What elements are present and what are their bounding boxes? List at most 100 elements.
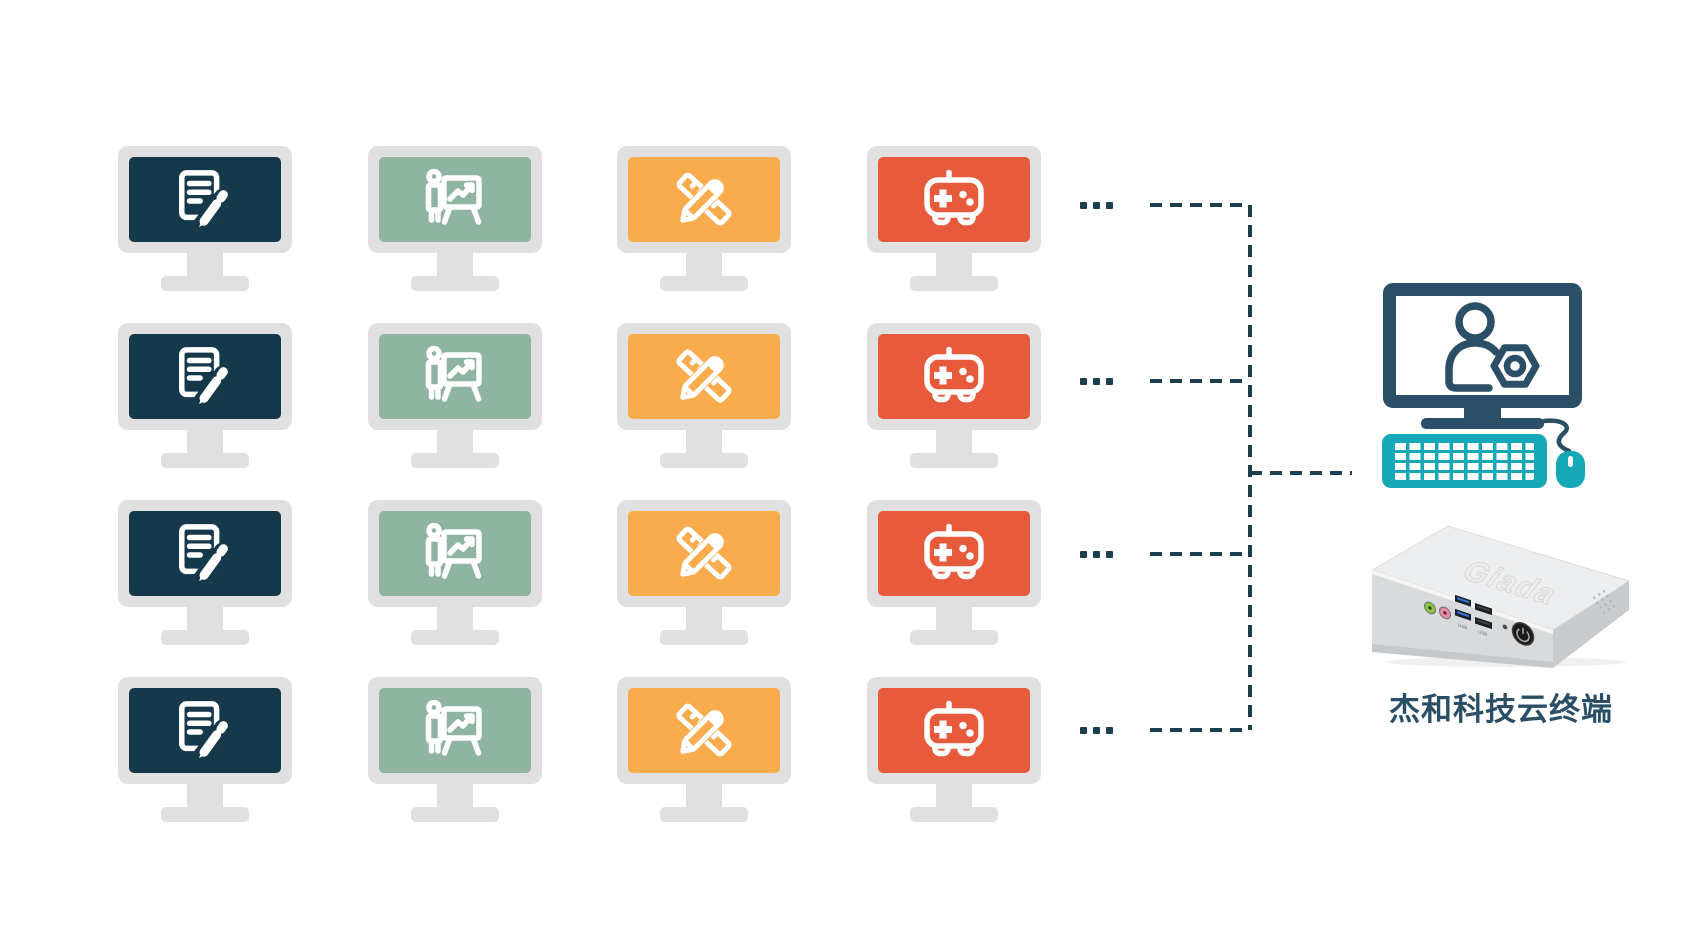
- monitor-stand-neck: [437, 252, 473, 278]
- monitor-screen: [129, 334, 281, 419]
- document-edit-icon: [172, 347, 238, 407]
- monitor-frame: [617, 146, 791, 253]
- workstation-presentation-monitor: [368, 500, 542, 645]
- audio-out-hole: [1428, 606, 1432, 610]
- monitor-stand-base: [910, 453, 998, 468]
- workstation-design-monitor: [617, 146, 791, 291]
- monitor-stand-neck: [686, 606, 722, 632]
- monitor-stand-base: [660, 630, 748, 645]
- monitor-stand-base: [161, 630, 249, 645]
- monitor-stand-neck: [686, 252, 722, 278]
- ruler-pencil-icon: [667, 170, 741, 230]
- device-caption: 杰和科技云终端: [1389, 692, 1613, 727]
- usb-port-label: USB: [1478, 629, 1487, 637]
- monitor-stand-neck: [936, 252, 972, 278]
- presentation-chart-icon: [420, 169, 490, 231]
- monitor-stand-neck: [437, 429, 473, 455]
- monitor-stand-neck: [936, 429, 972, 455]
- monitor-stand-base: [660, 807, 748, 822]
- monitor-frame: [867, 500, 1041, 607]
- device-front-bottom-edge: [1372, 644, 1553, 668]
- workstation-presentation-monitor: [368, 146, 542, 291]
- dot: [1080, 202, 1087, 209]
- device-right-face: [1553, 581, 1629, 668]
- monitor-screen: [878, 334, 1030, 419]
- monitor-screen: [129, 511, 281, 596]
- usb-tongue-top: [1477, 605, 1490, 612]
- workstation-gaming-monitor: [867, 146, 1041, 291]
- monitor-stand-base: [411, 630, 499, 645]
- usb3-tongue-bottom: [1457, 611, 1469, 618]
- workstation-office-document-monitor: [118, 677, 292, 822]
- ruler-pencil-icon: [667, 701, 741, 761]
- ruler-pencil-icon: [667, 524, 741, 584]
- monitor-stand-neck: [187, 783, 223, 809]
- monitor-stand-base: [161, 453, 249, 468]
- workstation-design-monitor: [617, 677, 791, 822]
- admin-monitor-stand-neck: [1464, 406, 1501, 420]
- workstation-presentation-monitor: [368, 677, 542, 822]
- monitor-stand-base: [660, 276, 748, 291]
- monitor-screen: [628, 511, 780, 596]
- admin-terminal-monitor: [1383, 283, 1582, 408]
- presentation-chart-icon: [420, 700, 490, 762]
- monitor-stand-neck: [936, 783, 972, 809]
- monitor-screen: [628, 688, 780, 773]
- usb-tongue-bottom: [1477, 619, 1490, 626]
- monitor-frame: [118, 500, 292, 607]
- workstation-gaming-monitor: [867, 323, 1041, 468]
- vent-grille: [1592, 589, 1616, 615]
- monitor-screen: [878, 511, 1030, 596]
- admin-keyboard: [1382, 434, 1547, 488]
- monitor-screen: [379, 334, 531, 419]
- device-front-face: [1372, 574, 1553, 668]
- monitor-frame: [368, 677, 542, 784]
- monitor-frame: [867, 146, 1041, 253]
- cloud-terminal-device: Giada USB USB: [1370, 525, 1631, 668]
- monitor-screen: [379, 688, 531, 773]
- more-monitors-ellipsis: [1080, 202, 1113, 209]
- dot: [1080, 378, 1087, 385]
- more-monitors-ellipsis: [1080, 378, 1113, 385]
- monitor-frame: [368, 323, 542, 430]
- monitor-stand-base: [411, 276, 499, 291]
- dot: [1093, 727, 1100, 734]
- monitor-stand-base: [660, 453, 748, 468]
- monitor-stand-neck: [437, 606, 473, 632]
- presentation-chart-icon: [420, 346, 490, 408]
- document-edit-icon: [172, 701, 238, 761]
- monitor-screen: [129, 688, 281, 773]
- document-edit-icon: [172, 524, 238, 584]
- usb-port-label: USB: [1458, 623, 1467, 631]
- presentation-chart-icon: [420, 523, 490, 585]
- monitor-stand-neck: [686, 429, 722, 455]
- dot: [1093, 378, 1100, 385]
- mic-hole: [1443, 611, 1447, 615]
- dot: [1106, 727, 1113, 734]
- usb3-tongue-top: [1457, 597, 1469, 604]
- monitor-screen: [379, 511, 531, 596]
- monitor-frame: [368, 146, 542, 253]
- dot: [1093, 551, 1100, 558]
- monitor-stand-base: [411, 453, 499, 468]
- dot: [1080, 727, 1087, 734]
- monitor-stand-base: [411, 807, 499, 822]
- monitor-frame: [118, 677, 292, 784]
- monitor-stand-base: [161, 276, 249, 291]
- monitor-stand-base: [161, 807, 249, 822]
- more-monitors-ellipsis: [1080, 727, 1113, 734]
- ruler-pencil-icon: [667, 347, 741, 407]
- workstation-gaming-monitor: [867, 500, 1041, 645]
- monitor-frame: [617, 677, 791, 784]
- monitor-screen: [129, 157, 281, 242]
- monitor-stand-neck: [686, 783, 722, 809]
- dot: [1080, 551, 1087, 558]
- workstation-design-monitor: [617, 500, 791, 645]
- more-monitors-ellipsis: [1080, 551, 1113, 558]
- dot: [1093, 202, 1100, 209]
- workstation-office-document-monitor: [118, 500, 292, 645]
- gamepad-icon: [914, 346, 994, 408]
- monitor-stand-base: [910, 807, 998, 822]
- monitor-stand-neck: [936, 606, 972, 632]
- dot: [1106, 551, 1113, 558]
